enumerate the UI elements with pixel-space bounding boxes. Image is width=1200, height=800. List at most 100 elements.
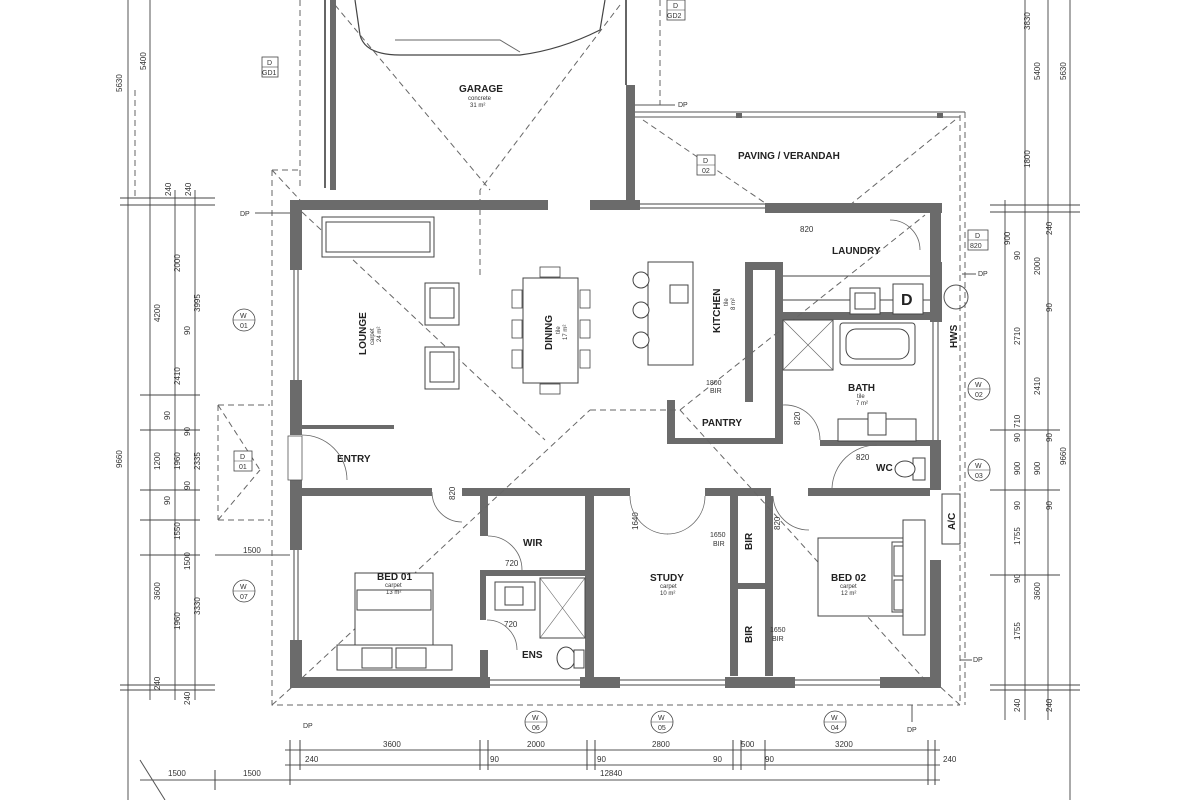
wc: WC 820 [831,444,926,489]
dim-left-3995: 3995 [193,294,202,312]
bottom-dp-right: DP [907,727,917,734]
dim-bottom-2000: 2000 [527,740,545,749]
door-720-wir: 720 [505,559,519,568]
basin-icon [504,586,524,606]
svg-text:W: W [975,463,982,470]
dim-left-90a: 90 [183,326,192,335]
kitchen-area: 8 m² [731,298,737,310]
dim-left-4200: 4200 [153,304,162,322]
eave-lines [217,169,961,706]
dim-right-90f: 90 [1045,501,1054,510]
entry-label: ENTRY [337,454,371,465]
svg-text:W: W [532,715,539,722]
dim-bottom-90d: 90 [765,755,774,764]
door-tag-02-top: D [703,158,708,165]
entry: ENTRY D 01 DP [233,211,371,481]
car-icon [354,0,606,56]
dim-right-2710: 2710 [1013,327,1022,345]
bir-study-size: 1650 [710,532,726,539]
dim-right-5630: 5630 [1059,62,1068,80]
garage-area: 31 m² [470,103,485,109]
dim-left-3600: 3600 [153,582,162,600]
dim-left-5400: 5400 [139,52,148,70]
right-dp-label: DP [973,657,983,664]
garage-label: GARAGE [459,84,503,95]
bottom-dp-left: DP [303,723,313,730]
svg-text:W: W [240,313,247,320]
dim-bottom-90b: 90 [597,755,606,764]
bed02-finish: carpet [840,584,857,590]
study-area: 10 m² [660,591,675,597]
services: HWS A/C DP DP [941,271,988,664]
dim-bottom-240a: 240 [305,755,319,764]
bir-bed02-label: BIR [772,636,784,643]
dim-left-240d: 240 [183,691,192,705]
dim-bottom-500: 500 [741,740,755,749]
bath: BATH tile 7 m² 820 [782,319,917,442]
dim-right-1755a: 1755 [1013,527,1022,545]
door-820-bath: 820 [793,411,802,425]
kitchen: KITCHEN tile 8 m² 820 1800 BIR [632,225,814,395]
dim-bottom-240b: 240 [943,755,957,764]
left-dp-label: DP [240,211,250,218]
dim-left-900: 1960 [173,452,182,470]
svg-text:D: D [673,3,678,10]
dim-right-900b: 900 [1013,461,1022,475]
dim-right-9660: 9660 [1059,447,1068,465]
window-tag-w01: W 01 [232,308,256,332]
dim-right-90g: 90 [1013,574,1022,583]
dim-right-90b: 90 [1045,303,1054,312]
dim-left-3330: 3330 [193,597,202,615]
dim-bottom-1500a: 1500 [168,769,186,778]
bed-01: BED 01 carpet 13 m² 820 [336,486,463,671]
dim-left-90c: 90 [183,427,192,436]
bed01-label: BED 01 [377,572,412,583]
svg-text:W: W [658,715,665,722]
study: STUDY carpet 10 m² 1640 1650 BIR BIR BIR [629,495,755,643]
dim-right-90a: 90 [1013,251,1022,260]
dim-left-90b: 90 [163,411,172,420]
bed02-label: BED 02 [831,573,866,584]
dim-left-2410: 2410 [173,367,182,385]
dim-left-9660: 9660 [115,450,124,468]
garage-finish: concrete [468,96,492,102]
svg-text:D: D [901,292,913,309]
laundry: LAUNDRY D [832,219,924,315]
bir-study-label: BIR [713,541,725,548]
dim-bottom-3200: 3200 [835,740,853,749]
kitchen-label: KITCHEN [712,289,723,333]
svg-text:05: 05 [658,725,666,732]
dim-right-90d: 90 [1045,433,1054,442]
window-tag-w06: W 06 [524,710,548,734]
bed02-area: 12 m² [841,591,856,597]
door-tag-02-bottom: 02 [702,168,710,175]
garage-dp-label: DP [678,102,688,109]
svg-text:W: W [831,715,838,722]
paving-label: PAVING / VERANDAH [738,151,840,162]
ens-label: ENS [522,650,543,661]
svg-text:D: D [975,233,980,240]
door-820-bed02: 820 [773,516,782,530]
window-tags: W 01 W 07 W 02 W 03 W 06 [232,229,991,734]
dim-right-900c: 900 [1033,461,1042,475]
left-dimensions: 5630 5400 240 240 2000 4200 3995 90 2410… [115,0,290,800]
dim-right-240b: 240 [1013,698,1022,712]
svg-text:02: 02 [975,392,983,399]
dim-right-3600: 3600 [1033,582,1042,600]
dim-left-1960: 1960 [173,612,182,630]
bottom-dimensions: 3600 2000 2800 500 3200 240 90 90 90 90 … [139,740,957,800]
dim-right-240c: 240 [1045,698,1054,712]
bir-bed02-size: 1650 [770,627,786,634]
lounge: LOUNGE carpet 24 m² [321,216,460,390]
dim-bottom-2800: 2800 [652,740,670,749]
dim-right-1800: 1800 [1023,150,1032,168]
dim-bottom-1500b: 1500 [243,769,261,778]
dim-right-1755b: 1755 [1013,622,1022,640]
study-label: STUDY [650,573,684,584]
bed-02: BED 02 carpet 12 m² 820 1650 BIR [770,495,926,643]
dining-area: 17 m² [563,325,569,340]
dim-right-900a: 900 [1003,231,1012,245]
study-finish: carpet [660,584,677,590]
door-720-ens: 720 [504,620,518,629]
